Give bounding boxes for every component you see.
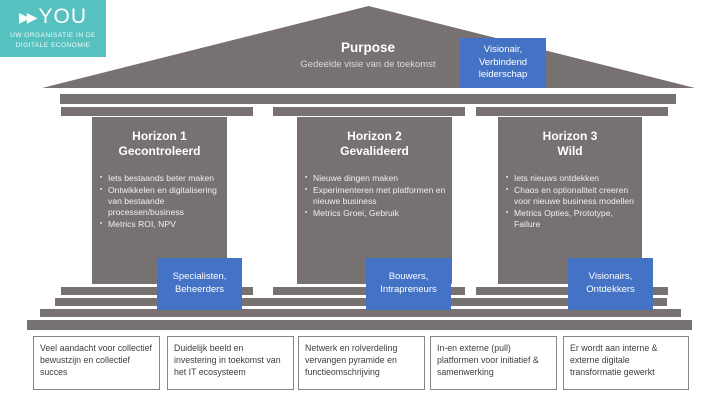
stylobate-step-3 xyxy=(27,320,692,330)
role-badge-label: Bouwers, Intrapreneurs xyxy=(380,271,437,295)
bullet-text: Experimenteren met platformen en nieuwe … xyxy=(313,184,446,207)
bullet-text: Metrics ROI, NPV xyxy=(108,219,176,230)
foundation-text: In-en externe (pull) platformen voor ini… xyxy=(437,343,539,377)
logo-brand: ▶▶YOU xyxy=(0,5,106,29)
bullet-item: ▪ Iets bestaands beter maken xyxy=(100,173,221,184)
bullet-item: ▪ Nieuwe dingen maken xyxy=(305,173,446,184)
pillar-3-title-line2: Wild xyxy=(557,144,583,159)
logo-arrows-icon: ▶▶ xyxy=(18,9,37,25)
role-badge-label: Specialisten, Beheerders xyxy=(172,271,227,295)
stylobate-step-2 xyxy=(40,309,681,317)
bullet-text: Iets bestaands beter maken xyxy=(108,172,215,183)
pillar-1-bullets: ▪ Iets bestaands beter maken ▪ Ontwikkelen… xyxy=(92,173,227,231)
logo: ▶▶YOU UW ORGANISATIE IN DE DIGITALE ECON… xyxy=(0,0,106,57)
pillar-2-title-line1: Horizon 2 xyxy=(347,129,402,143)
pillar-1-title-line2: Gecontroleerd xyxy=(118,144,201,159)
pillar-horizon-2: Horizon 2 Gevalideerd ▪ Nieuwe dingen mak… xyxy=(297,117,452,284)
bullet-item: ▪ Chaos en optionaliteit creeren voor nie… xyxy=(506,185,636,207)
role-badge-pillar-3: Visionairs, Ontdekkers xyxy=(568,258,653,310)
stylobate-step-1 xyxy=(55,298,667,306)
bullet-square-icon: ▪ xyxy=(100,173,103,181)
architrave-bar xyxy=(60,94,676,104)
bullet-square-icon: ▪ xyxy=(506,185,509,193)
leadership-badge: Visionair, Verbindend leiderschap xyxy=(460,38,546,88)
foundation-box-5: Er wordt aan interne & externe digitale … xyxy=(563,336,689,390)
bullet-item: ▪ Iets nieuws ontdekken xyxy=(506,173,636,184)
role-badge-pillar-1: Specialisten, Beheerders xyxy=(157,258,242,310)
bullet-square-icon: ▪ xyxy=(305,185,308,193)
pillar-3-title: Horizon 3 Wild xyxy=(498,129,642,160)
bullet-text: Nieuwe dingen maken xyxy=(313,172,399,183)
pillar-1-title: Horizon 1 Gecontroleerd xyxy=(92,129,227,160)
capital-pillar-3 xyxy=(476,107,668,116)
foundation-text: Veel aandacht voor collectief bewustzijn… xyxy=(40,343,152,377)
foundation-box-2: Duidelijk beeld en investering in toekom… xyxy=(167,336,294,390)
bullet-square-icon: ▪ xyxy=(305,173,308,181)
pillar-3-bullets: ▪ Iets nieuws ontdekken ▪ Chaos en optiona… xyxy=(498,173,642,231)
pillar-horizon-3: Horizon 3 Wild ▪ Iets nieuws ontdekken ▪ C… xyxy=(498,117,642,284)
pediment-subtitle: Gedeelde visie van de toekomst xyxy=(300,59,436,70)
capital-pillar-2 xyxy=(273,107,465,116)
pillar-2-title-line2: Gevalideerd xyxy=(340,144,409,159)
foundation-box-3: Netwerk en rolverdeling vervangen pyrami… xyxy=(298,336,425,390)
leadership-badge-label: Visionair, Verbindend leiderschap xyxy=(478,43,528,81)
bullet-text: Chaos en optionaliteit creeren voor nieu… xyxy=(514,184,634,207)
bullet-square-icon: ▪ xyxy=(100,220,103,228)
logo-tagline-line2: DIGITALE ECONOMIE xyxy=(15,42,91,50)
pillar-1-title-line1: Horizon 1 xyxy=(132,129,187,143)
bullet-item: ▪ Experimenteren met platformen en nieuwe… xyxy=(305,185,446,207)
foundation-text: Duidelijk beeld en investering in toekom… xyxy=(174,343,281,377)
logo-tagline-line1: UW ORGANISATIE IN DE xyxy=(10,32,96,39)
bullet-square-icon: ▪ xyxy=(506,209,509,217)
capital-pillar-1 xyxy=(61,107,253,116)
pillar-3-title-line1: Horizon 3 xyxy=(542,129,598,143)
bullet-text: Iets nieuws ontdekken xyxy=(514,172,600,183)
pillar-2-title: Horizon 2 Gevalideerd xyxy=(297,129,452,160)
bullet-item: ▪ Metrics Groei, Gebruik xyxy=(305,208,446,219)
pillar-horizon-1: Horizon 1 Gecontroleerd ▪ Iets bestaands … xyxy=(92,117,227,284)
bullet-item: ▪ Ontwikkelen en digitalisering van besta… xyxy=(100,185,221,219)
bullet-text: Metrics Opties, Prototype, Failure xyxy=(514,208,613,230)
logo-tagline: UW ORGANISATIE IN DE DIGITALE ECONOMIE xyxy=(0,31,106,51)
bullet-square-icon: ▪ xyxy=(305,209,308,217)
role-badge-label: Visionairs, Ontdekkers xyxy=(586,271,635,295)
foundation-text: Er wordt aan interne & externe digitale … xyxy=(570,343,658,377)
bullet-text: Ontwikkelen en digitalisering van bestaa… xyxy=(108,184,217,218)
bullet-square-icon: ▪ xyxy=(506,173,509,181)
foundation-box-4: In-en externe (pull) platformen voor ini… xyxy=(430,336,557,390)
bullet-item: ▪ Metrics ROI, NPV xyxy=(100,219,221,230)
foundation-box-1: Veel aandacht voor collectief bewustzijn… xyxy=(33,336,160,390)
role-badge-pillar-2: Bouwers, Intrapreneurs xyxy=(366,258,451,310)
bullet-item: ▪ Metrics Opties, Prototype, Failure xyxy=(506,208,636,230)
bullet-text: Metrics Groei, Gebruik xyxy=(313,208,399,219)
pediment-title: Purpose xyxy=(340,40,395,55)
logo-brand-text: YOU xyxy=(38,5,88,28)
pediment-text: Purpose Gedeelde visie van de toekomst xyxy=(278,40,458,72)
foundation-text: Netwerk en rolverdeling vervangen pyrami… xyxy=(305,343,398,377)
pillar-2-bullets: ▪ Nieuwe dingen maken ▪ Experimenteren met… xyxy=(297,173,452,220)
bullet-square-icon: ▪ xyxy=(100,185,103,193)
